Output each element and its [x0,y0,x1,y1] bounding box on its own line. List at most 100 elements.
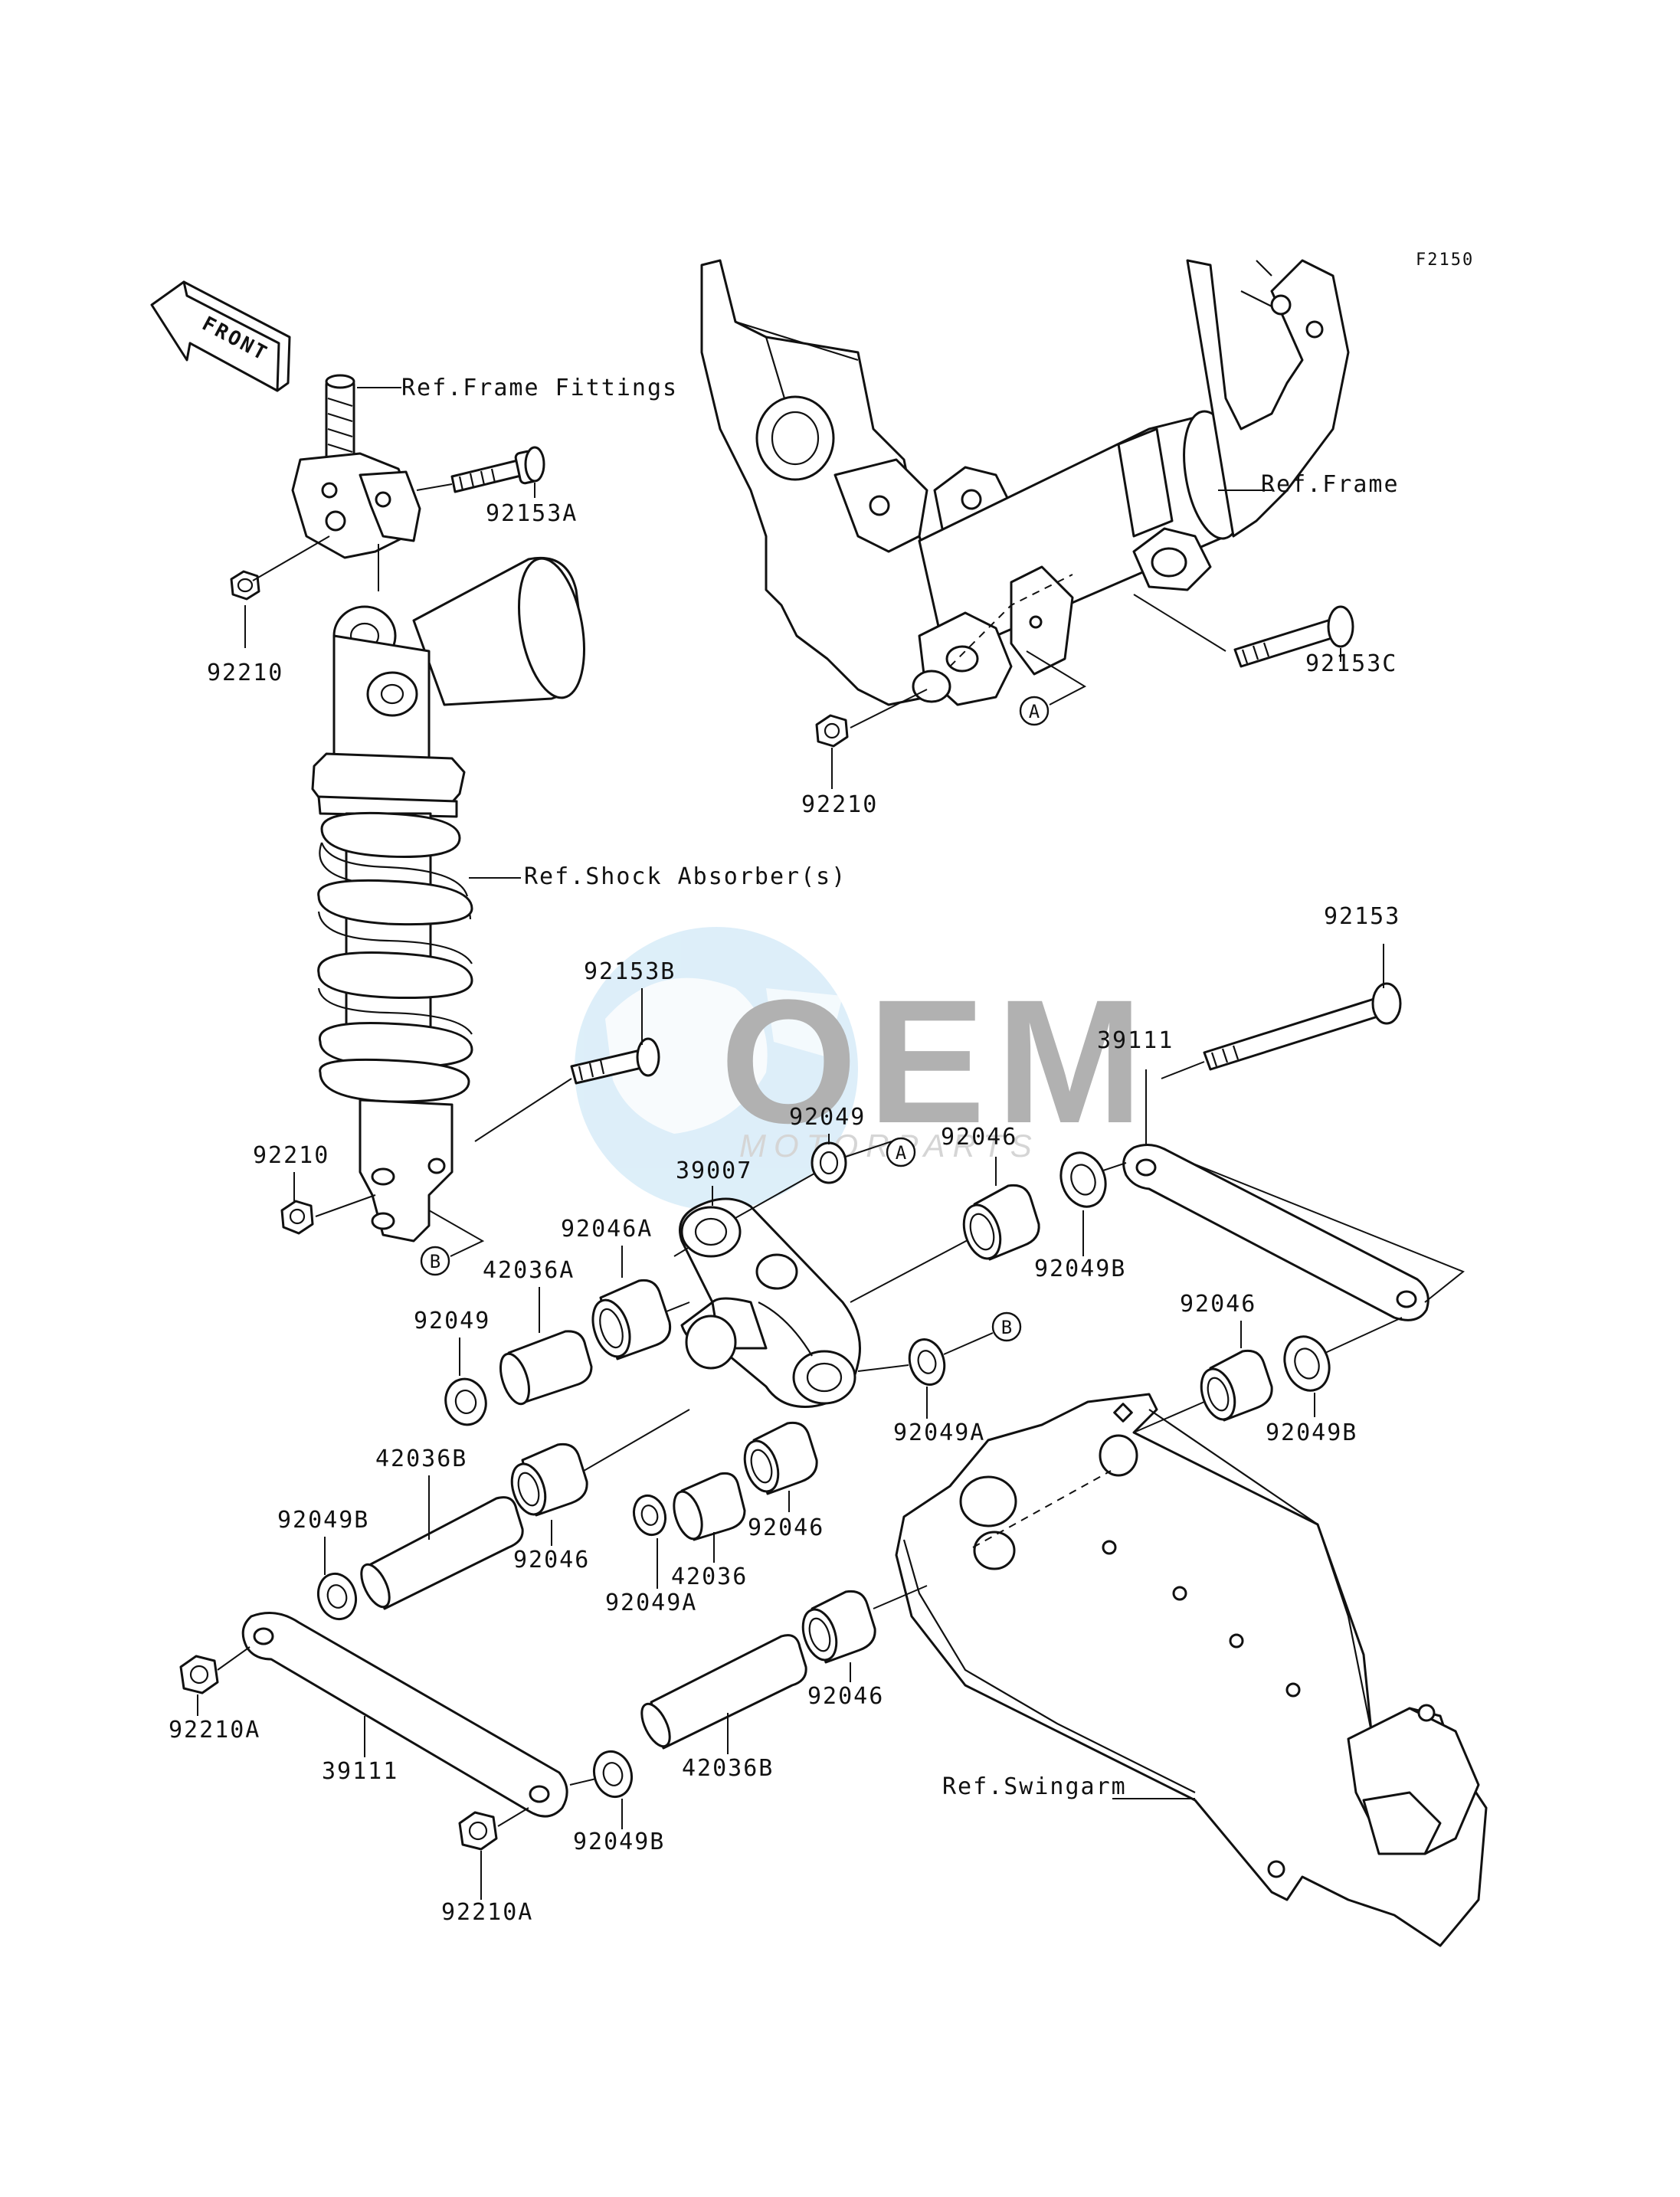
leader-92210A-left [197,1646,251,1716]
tie-rod-39111-right [1122,1144,1429,1321]
nut-92210-frame [815,714,849,748]
leader-92153 [1161,944,1384,1079]
ref-shock-absorber: Ref.Shock Absorber(s) [524,863,847,890]
frame-fitting-bracket [291,374,421,559]
leader-92153B [474,988,643,1142]
rocker-arm-39007 [679,1197,861,1408]
nut-92210-top [230,570,260,601]
bolt-92153 [1203,982,1402,1071]
rocker-axis-top [735,1170,820,1219]
rocker-axis-left [673,1246,690,1257]
bearing-92046-mid [743,1421,818,1495]
marker-b-rocker-text: B [1001,1317,1012,1338]
leader-92049A-right [857,1332,994,1419]
label-92046-left: 92046 [513,1547,590,1573]
leader-92210A-bottom [480,1807,529,1900]
label-92153B: 92153B [584,958,676,985]
label-92210-top: 92210 [207,660,283,686]
bearing-92046A [591,1279,672,1360]
label-92049B-right: 92049B [1034,1256,1126,1282]
collar-42036A [499,1330,593,1406]
label-92049-top: 92049 [789,1104,866,1131]
label-92049A-right: 92049A [893,1419,985,1446]
leader-92153C-axis [1133,594,1226,652]
marker-a-frame [1019,696,1050,726]
leader-92049B-far [1314,1317,1403,1417]
label-92049B-bottom: 92049B [573,1829,665,1855]
washer-92049-top [811,1141,847,1184]
label-92153C: 92153C [1305,650,1397,677]
collar-42036B-bottom [640,1634,807,1750]
leader-92046-low [850,1585,928,1682]
tie-rod-39111-left [241,1612,568,1818]
bearing-92046-low [801,1590,876,1664]
swingarm [895,1393,1488,1947]
leader-39111-right [1145,1069,1465,1303]
ref-frame-fittings: Ref.Frame Fittings [401,375,678,401]
marker-b-shock-text: B [430,1251,440,1272]
collar-42036 [673,1472,746,1541]
leader-92049-top [828,1134,892,1157]
label-92153: 92153 [1324,903,1400,930]
figure-code: F2150 [1416,250,1474,270]
label-92153A: 92153A [486,500,578,527]
label-42036B-left: 42036B [375,1446,467,1472]
label-92210A-bottom: 92210A [441,1899,533,1926]
label-92049A-bottom: 92049A [605,1590,697,1616]
leader-92046A [621,1246,690,1312]
leader-marker-b-shock [428,1210,485,1257]
leader-92046-left [551,1409,690,1546]
leader-92210-frame [831,689,928,789]
frame [700,259,1350,706]
washer-92049B-left [316,1572,358,1621]
nut-92210-shock [280,1200,314,1235]
leader-92153A [416,483,535,498]
leader-92210-top [244,535,330,648]
front-arrow-icon: FRONT [150,280,291,392]
bolt-92153B [570,1037,660,1085]
label-92210-shock: 92210 [253,1142,329,1169]
swingarm-pivot-axis [972,1470,1112,1548]
label-42036B-bottom: 42036B [682,1755,774,1782]
leader-marker-a-frame [1026,650,1087,706]
bearing-92046-right [1200,1349,1273,1422]
marker-a-rocker [886,1137,916,1167]
leader-92210-shock [293,1172,376,1217]
label-92046-top: 92046 [941,1124,1017,1151]
marker-a-rocker-text: A [896,1142,907,1164]
watermark-brand: OEM [720,963,1154,1160]
leader-92049B-right [1082,1162,1127,1256]
label-92210-frame: 92210 [801,791,878,818]
leader-92049B-bottom [569,1778,623,1829]
label-39111-left: 39111 [322,1758,398,1785]
label-42036: 42036 [671,1563,748,1590]
marker-b-rocker [991,1311,1022,1342]
ref-frame: Ref.Frame [1261,471,1400,498]
label-42036A: 42036A [483,1257,575,1284]
label-92049B-far: 92049B [1266,1419,1357,1446]
bolt-92153A [450,446,545,493]
watermark-sub: MOTORPARTS [739,1128,1040,1164]
bolt-92153C [1233,605,1354,668]
ref-swingarm: Ref.Swingarm [942,1773,1127,1800]
marker-a-frame-text: A [1029,701,1040,722]
label-92046A: 92046A [561,1216,653,1243]
washer-92049A-right [908,1338,946,1386]
bearing-92046-top [962,1184,1040,1261]
label-92049-left: 92049 [414,1308,490,1334]
frame-bolt-axis [949,574,1073,667]
rocker-axis-right [850,1233,981,1303]
washer-92049B-bottom [592,1750,634,1799]
nut-92210A-bottom [458,1811,498,1851]
shock-absorber [311,556,586,1243]
label-39007: 39007 [676,1157,752,1184]
label-92210A-left: 92210A [169,1717,260,1744]
collar-42036B-left [360,1496,524,1610]
washer-92049A-bottom [632,1494,667,1537]
label-92046-mid: 92046 [748,1514,824,1541]
leader-92046-right [1133,1321,1242,1433]
label-39111-right: 39111 [1097,1027,1174,1054]
label-92046-right: 92046 [1180,1291,1256,1318]
nut-92210A-left [179,1655,219,1694]
